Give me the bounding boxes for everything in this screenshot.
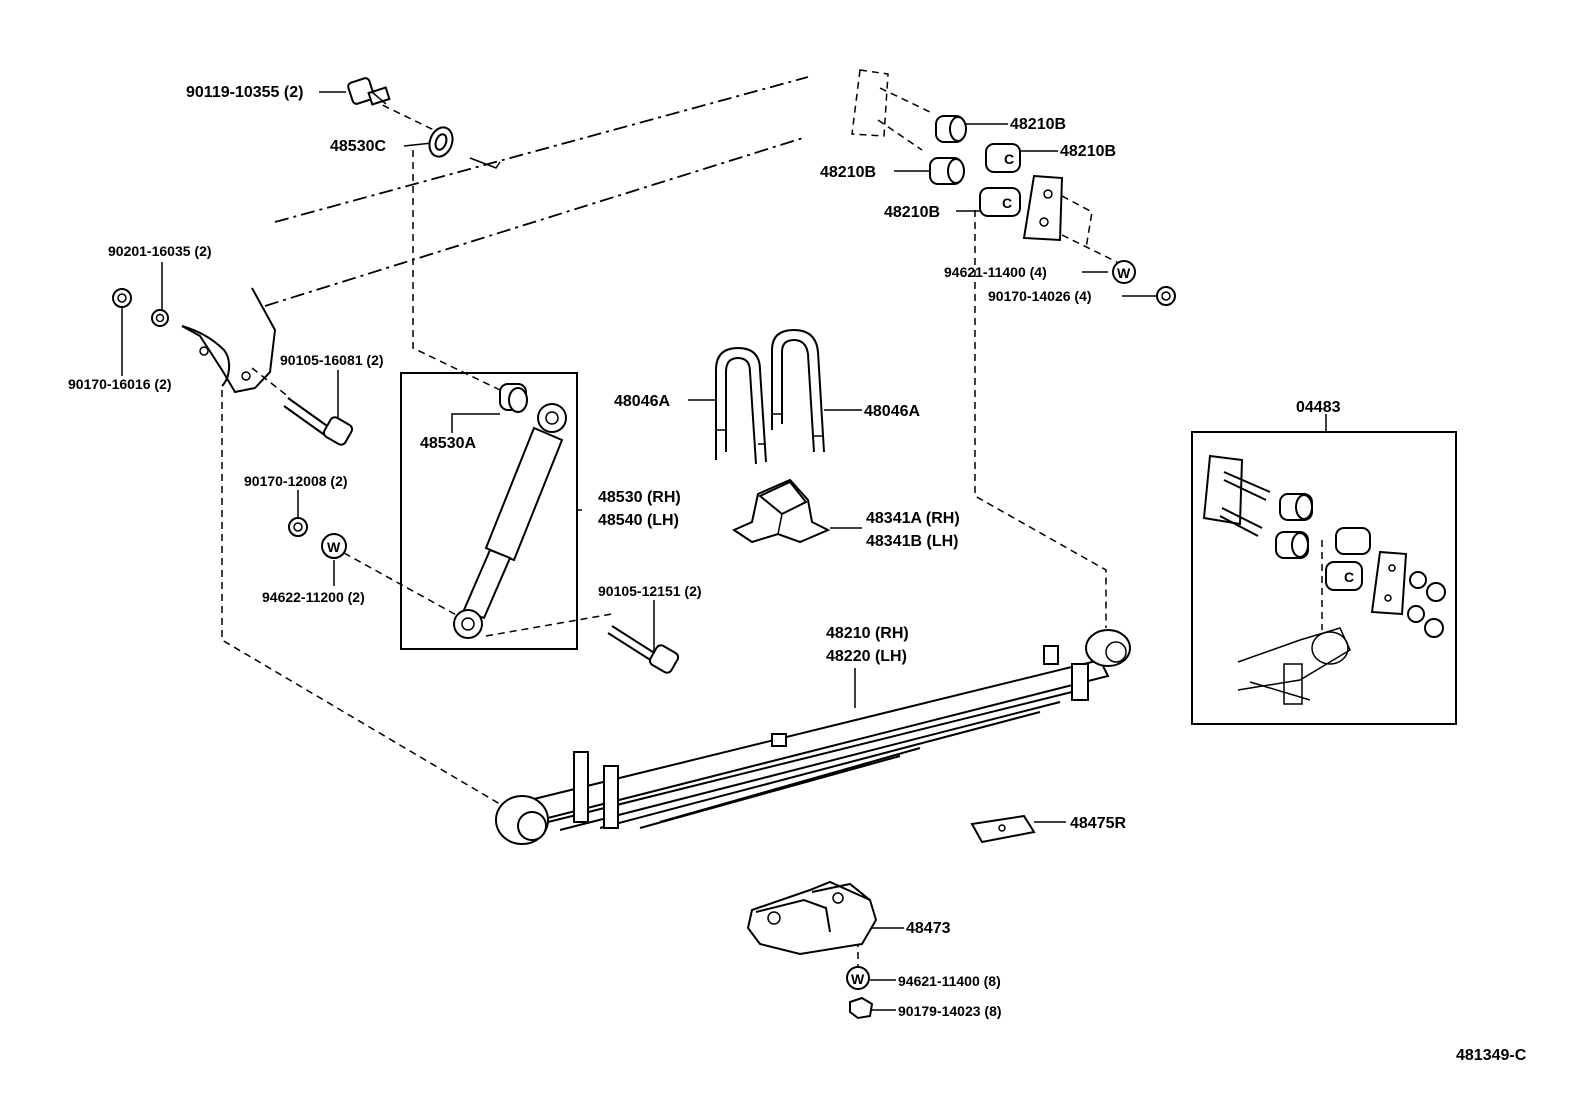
label-90105-16081: 90105-16081 (2)	[280, 352, 384, 368]
kit-contents: C	[1202, 454, 1446, 705]
nut-icon-90179-14023	[849, 996, 874, 1020]
shackle-bushing-3	[929, 157, 965, 185]
label-48210b-3: 48210B	[820, 164, 876, 181]
shock-absorber-group-box	[400, 372, 578, 650]
washer-icon-94622: W	[321, 533, 347, 559]
nut-icon-90170-12008	[288, 517, 308, 537]
shackle-bushing-1	[935, 115, 967, 143]
shackle-plate-upper	[851, 69, 931, 151]
label-94621-11400-8: 94621-11400 (8)	[898, 973, 1001, 989]
shackle-bushing-4: C	[979, 187, 1021, 217]
washer-letter-2: W	[1117, 265, 1131, 281]
spring-seat-48473	[746, 880, 878, 956]
label-90201-16035: 90201-16035 (2)	[108, 243, 212, 259]
shackle-plate-lower	[1022, 174, 1093, 249]
bushing-letter-2: C	[1002, 195, 1012, 211]
label-90119-10355: 90119-10355 (2)	[186, 84, 303, 101]
label-90179-14023: 90179-14023 (8)	[898, 1003, 1002, 1019]
nut-icon-90170-14026	[1156, 286, 1176, 306]
label-90105-12151: 90105-12151 (2)	[598, 583, 702, 599]
label-48530-rh: 48530 (RH)	[598, 489, 681, 506]
washer-letter-3: W	[851, 971, 865, 987]
spring-bumper-bracket	[731, 478, 831, 544]
bushing-kit-box	[1191, 431, 1457, 725]
washer-letter: W	[327, 539, 341, 555]
label-48530a: 48530A	[420, 435, 476, 452]
part-labels: 90119-10355 (2) 48530C 48210B 48210B 482…	[68, 84, 1527, 1064]
shackle-bushing-2: C	[985, 143, 1021, 173]
label-94621-11400-4: 94621-11400 (4)	[944, 264, 1047, 280]
bushing-letter-kit: C	[1344, 569, 1354, 585]
label-90170-12008: 90170-12008 (2)	[244, 473, 348, 489]
diagram-id: 481349-C	[1456, 1047, 1527, 1064]
label-94622-11200: 94622-11200 (2)	[262, 589, 365, 605]
washer-icon-94621-4: W	[1112, 260, 1136, 284]
washer-icon-94621-8: W	[846, 966, 870, 990]
nut-icon-left-1	[112, 288, 132, 308]
label-48220-lh: 48220 (LH)	[826, 648, 907, 665]
label-48046a-left: 48046A	[614, 393, 670, 410]
label-48475r: 48475R	[1070, 815, 1126, 832]
leaf-spring	[495, 629, 1131, 845]
label-48210b-4: 48210B	[884, 204, 940, 221]
u-bolt-left	[715, 346, 767, 465]
label-48046a-right: 48046A	[864, 403, 920, 420]
label-48530c: 48530C	[330, 138, 386, 155]
label-48473: 48473	[906, 920, 951, 937]
label-48540-lh: 48540 (LH)	[598, 512, 679, 529]
u-bolt-right	[771, 328, 825, 453]
label-48210-rh: 48210 (RH)	[826, 625, 909, 642]
label-48341b-lh: 48341B (LH)	[866, 533, 958, 550]
label-04483: 04483	[1296, 399, 1341, 416]
frame-rail-outline	[181, 76, 809, 394]
shock-washer-48530c	[428, 126, 454, 158]
label-48210b-2: 48210B	[1060, 143, 1116, 160]
label-48210b-1: 48210B	[1010, 116, 1066, 133]
shock-absorber	[453, 403, 567, 639]
frame-hanger-bracket	[181, 325, 251, 387]
label-48341a-rh: 48341A (RH)	[866, 510, 960, 527]
label-90170-14026: 90170-14026 (4)	[988, 288, 1092, 304]
label-90170-16016: 90170-16016 (2)	[68, 376, 172, 392]
bushing-letter: C	[1004, 151, 1014, 167]
bolt-90105-16081	[283, 397, 354, 446]
spacer-plate-48475r	[970, 814, 1036, 844]
flange-bolt-top	[347, 77, 391, 106]
nut-icon-left-2	[151, 309, 169, 327]
leader-lines	[121, 91, 1327, 1011]
shock-bushing-48530a	[499, 383, 528, 413]
bolt-90105-12151	[607, 625, 680, 674]
